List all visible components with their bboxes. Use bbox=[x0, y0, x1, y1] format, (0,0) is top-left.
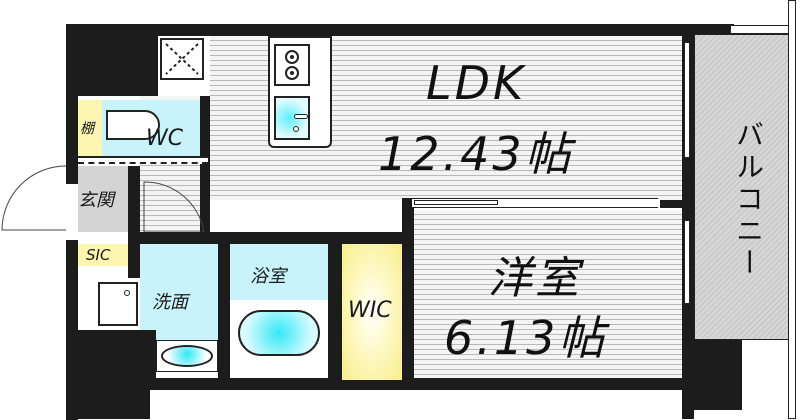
balcony-rail-top bbox=[730, 25, 790, 34]
kitchen-counter[interactable] bbox=[268, 36, 332, 148]
wic-storage bbox=[342, 244, 402, 380]
washroom-label: 洗面 bbox=[152, 292, 188, 313]
kitchen-sink[interactable] bbox=[274, 96, 310, 140]
sic-storage bbox=[78, 244, 128, 266]
bottom-wall bbox=[140, 378, 690, 390]
western-room-floor bbox=[414, 210, 682, 378]
balcony-rail-right bbox=[788, 0, 796, 419]
bathroom-label: 浴室 bbox=[250, 266, 286, 287]
sliding-door-panel[interactable] bbox=[414, 200, 498, 205]
entrance-wall-right bbox=[128, 166, 140, 278]
ventilation-box bbox=[160, 38, 204, 80]
wc-label: WC bbox=[146, 126, 184, 151]
balcony-label: バルコニー bbox=[732, 120, 765, 280]
ldk-label: LDK bbox=[426, 56, 527, 110]
sliding-door-track[interactable] bbox=[412, 198, 658, 208]
washroom-top-wall bbox=[140, 232, 410, 244]
shelf-area bbox=[78, 100, 102, 156]
shelf-label: 棚 bbox=[80, 121, 94, 137]
western-room-window[interactable] bbox=[684, 220, 690, 304]
western-room-size: 6.13帖 bbox=[444, 311, 608, 365]
ldk-size: 12.43帖 bbox=[378, 127, 574, 181]
toilet[interactable] bbox=[106, 110, 160, 140]
sic-label: SIC bbox=[86, 246, 111, 264]
hall-door-swing-icon[interactable] bbox=[142, 180, 206, 236]
washing-machine-pan[interactable] bbox=[98, 282, 138, 326]
vent-x-icon bbox=[165, 43, 199, 75]
entrance-label: 玄関 bbox=[78, 190, 114, 211]
balcony-area bbox=[694, 34, 790, 340]
stove[interactable] bbox=[274, 44, 310, 86]
wic-label: WIC bbox=[348, 298, 392, 323]
right-column-lower bbox=[682, 340, 742, 410]
bath-right-wall bbox=[328, 244, 342, 390]
bath-left-wall bbox=[218, 244, 230, 390]
ldk-window[interactable] bbox=[684, 42, 690, 158]
front-door-swing-icon[interactable] bbox=[0, 164, 68, 234]
top-wall bbox=[66, 24, 734, 36]
entrance-step bbox=[78, 232, 130, 244]
entrance-floor bbox=[78, 166, 130, 232]
western-room-label: 洋室 bbox=[488, 253, 582, 304]
burner-icon bbox=[285, 50, 299, 80]
wc-door[interactable] bbox=[78, 156, 208, 164]
washroom-lower-left-wall bbox=[66, 330, 156, 390]
washbasin[interactable] bbox=[156, 340, 218, 372]
top-left-wall-block bbox=[66, 24, 158, 96]
wc-wall-right bbox=[200, 96, 210, 232]
left-wall-upper bbox=[66, 24, 78, 184]
partition-wall bbox=[402, 198, 414, 390]
bathtub[interactable] bbox=[230, 300, 328, 372]
